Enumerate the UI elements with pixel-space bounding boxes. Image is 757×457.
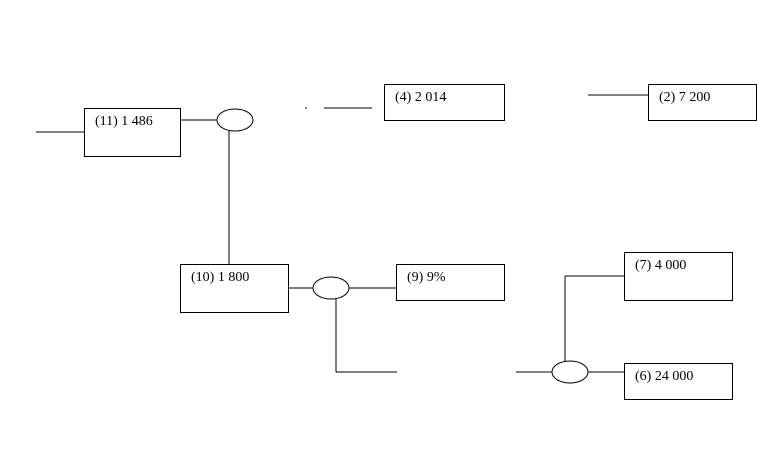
node-7: (7) 4 000 (624, 252, 733, 301)
node-2: (2) 7 200 (648, 84, 757, 121)
node-4-label: (4) 2 014 (395, 90, 447, 105)
junction-node-right (551, 360, 589, 384)
node-6: (6) 24 000 (624, 363, 733, 400)
node-9-label: (9) 9% (407, 270, 446, 285)
junction-node-middle (312, 276, 350, 300)
node-6-label: (6) 24 000 (635, 369, 694, 384)
node-4: (4) 2 014 (384, 84, 505, 121)
node-7-label: (7) 4 000 (635, 258, 687, 273)
node-10: (10) 1 800 (180, 264, 289, 313)
junction-node-top (216, 108, 254, 132)
node-11: (11) 1 486 (84, 108, 181, 157)
node-2-label: (2) 7 200 (659, 90, 711, 105)
node-9: (9) 9% (396, 264, 505, 301)
node-10-label: (10) 1 800 (191, 270, 250, 285)
node-11-label: (11) 1 486 (95, 114, 153, 129)
